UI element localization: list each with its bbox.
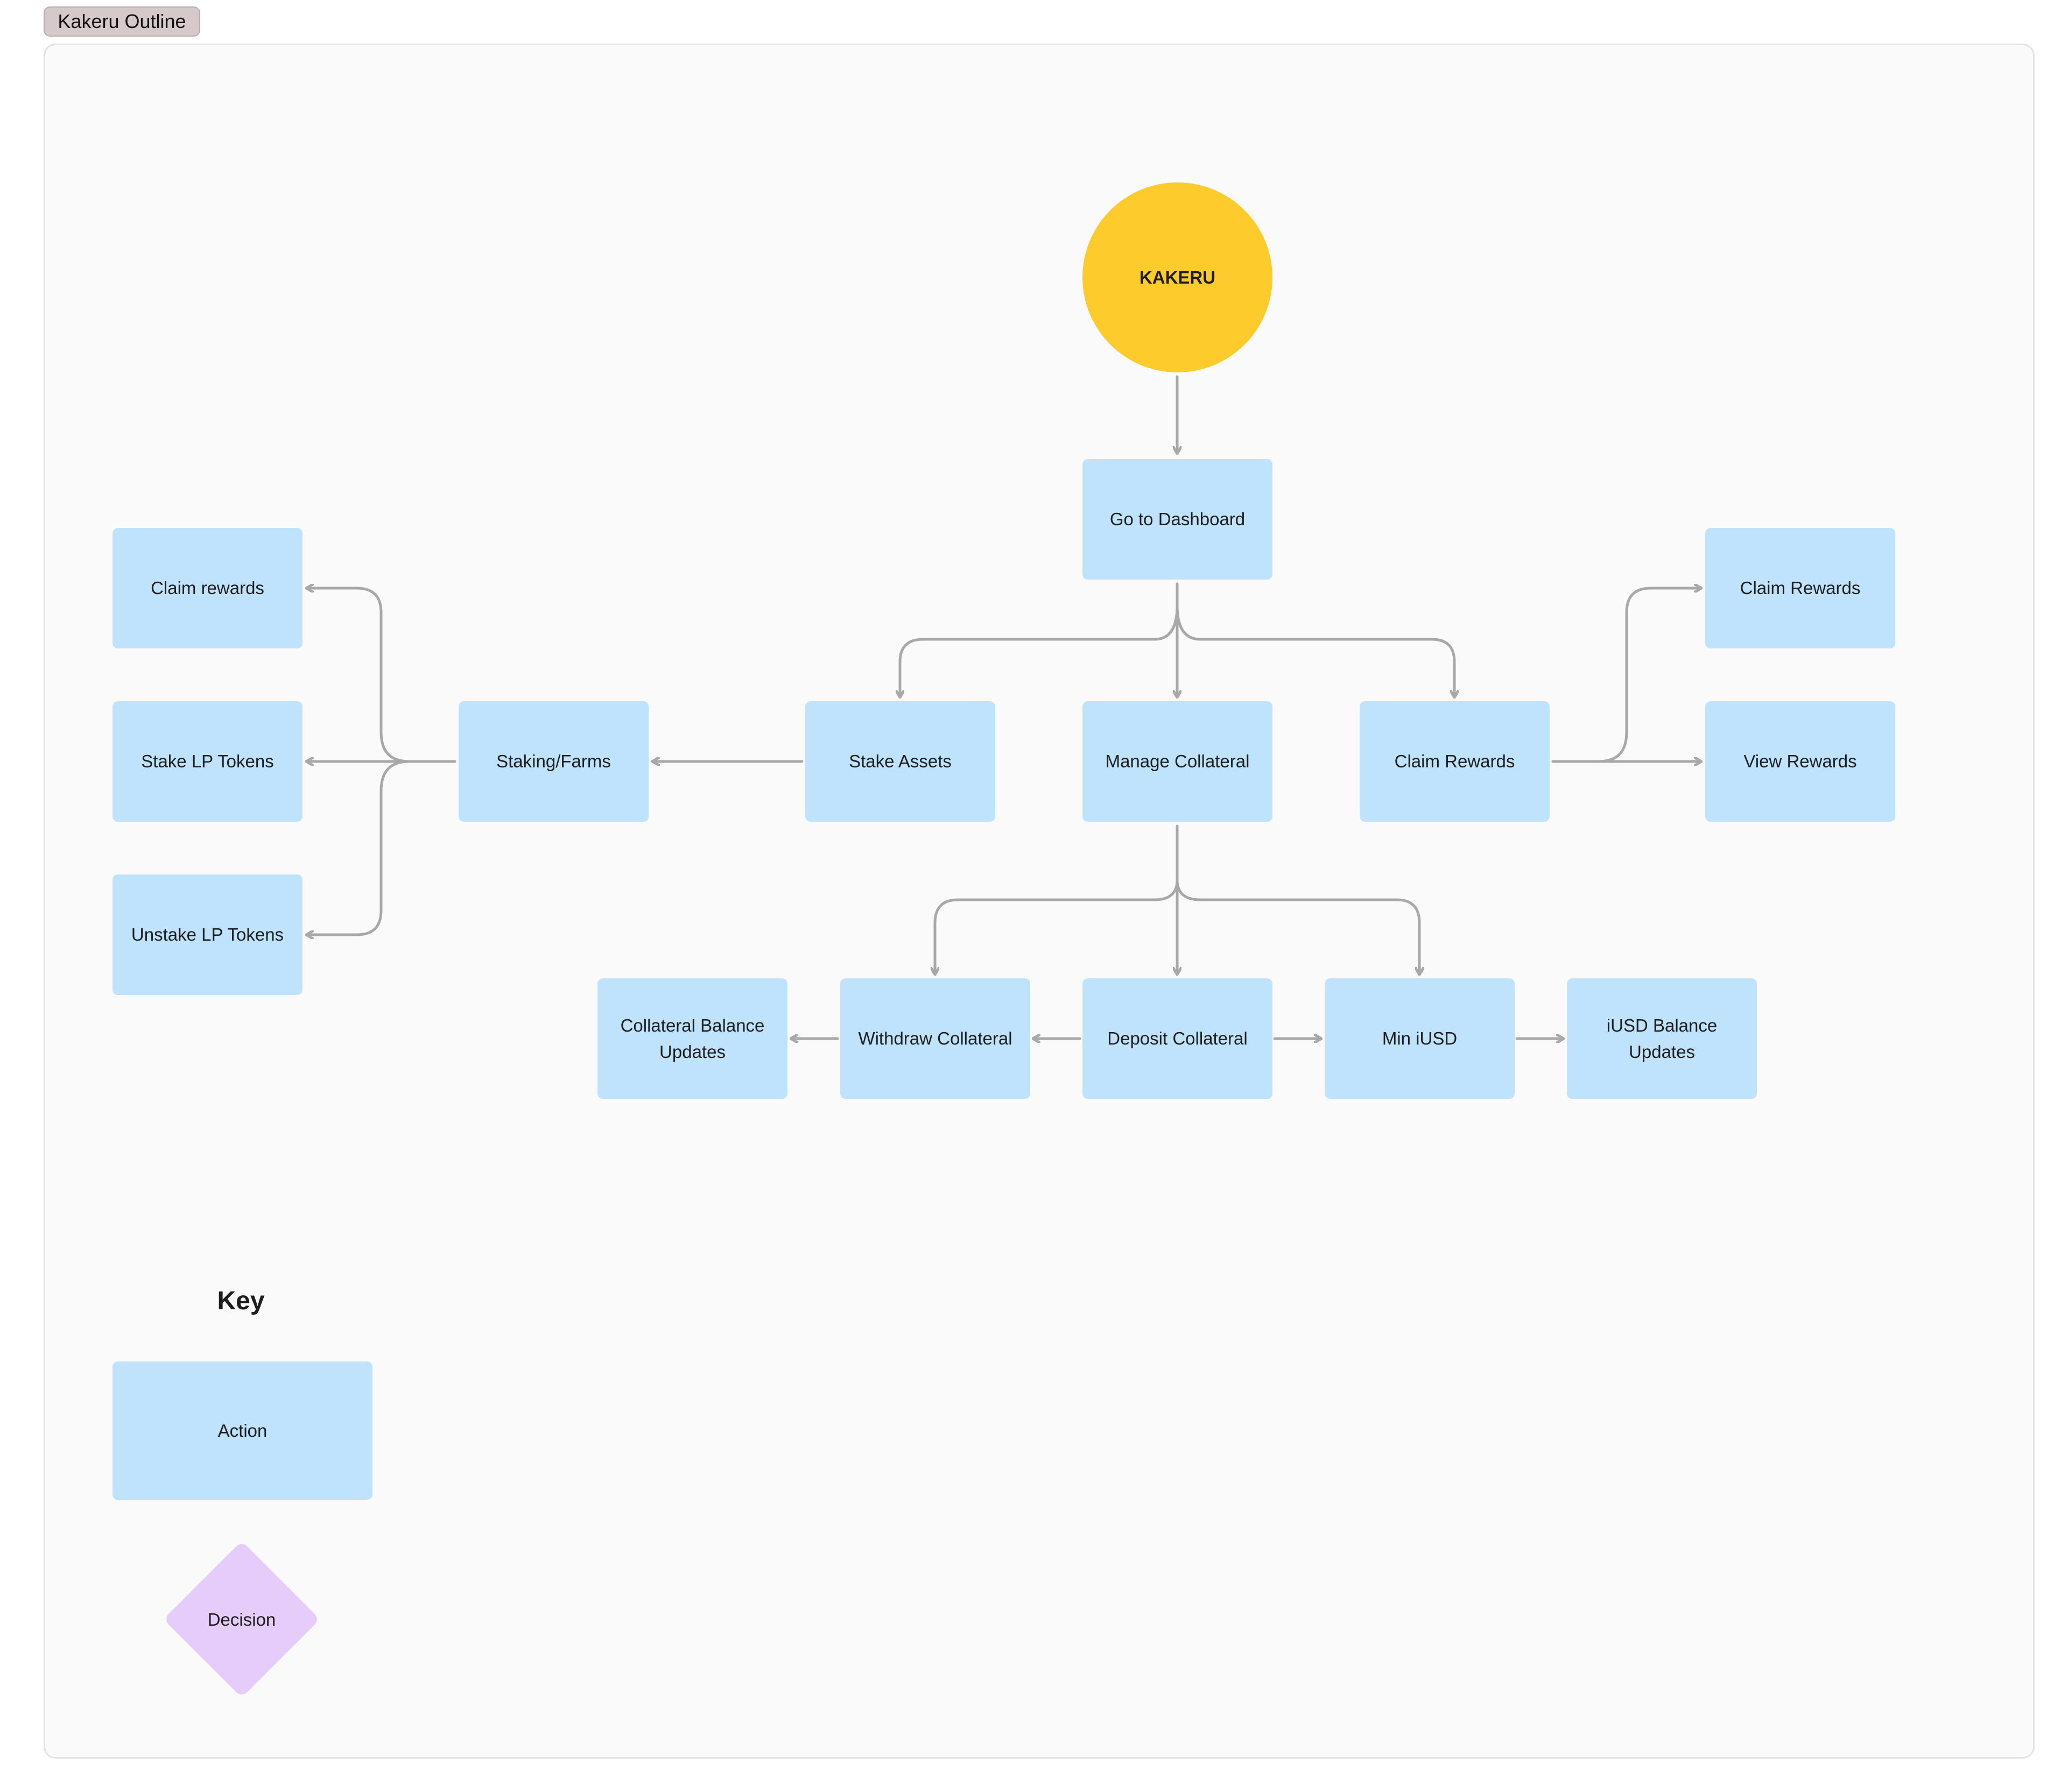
- node-go-to-dashboard[interactable]: Go to Dashboard: [1082, 459, 1272, 580]
- edge-manage-withdraw: [935, 878, 1179, 974]
- key-action-shape: Action: [112, 1361, 372, 1500]
- edge-farms-unstake: [307, 760, 411, 935]
- node-mint-iusd[interactable]: Min iUSD: [1325, 978, 1515, 1099]
- node-iusd-balance-updates[interactable]: iUSD Balance Updates: [1567, 978, 1757, 1099]
- node-claim-rewards-right[interactable]: Claim Rewards: [1705, 528, 1895, 648]
- node-stake-lp-tokens[interactable]: Stake LP Tokens: [112, 701, 303, 822]
- node-unstake-lp-tokens[interactable]: Unstake LP Tokens: [112, 874, 303, 995]
- edge-claim-claim: [1597, 588, 1701, 763]
- edge-manage-mint: [1176, 878, 1419, 974]
- node-collateral-balance-updates[interactable]: Collateral Balance Updates: [597, 978, 787, 1099]
- edge-dashboard-stake: [900, 604, 1179, 697]
- node-deposit-collateral[interactable]: Deposit Collateral: [1082, 978, 1272, 1099]
- node-claim-rewards-center[interactable]: Claim Rewards: [1360, 701, 1550, 822]
- key-decision-label: Decision: [207, 1610, 276, 1629]
- node-manage-collateral[interactable]: Manage Collateral: [1082, 701, 1272, 822]
- node-staking-farms[interactable]: Staking/Farms: [459, 701, 649, 822]
- key-title: Key: [217, 1287, 265, 1315]
- node-claim-rewards-left[interactable]: Claim rewards: [112, 528, 303, 648]
- node-withdraw-collateral[interactable]: Withdraw Collateral: [840, 978, 1030, 1099]
- node-stake-assets[interactable]: Stake Assets: [805, 701, 995, 822]
- frame-label[interactable]: Kakeru Outline: [44, 6, 200, 37]
- edge-farms-claim: [307, 588, 411, 763]
- node-view-rewards[interactable]: View Rewards: [1705, 701, 1895, 822]
- edge-dashboard-claim: [1176, 604, 1454, 697]
- start-node-kakeru[interactable]: KAKERU: [1082, 182, 1272, 372]
